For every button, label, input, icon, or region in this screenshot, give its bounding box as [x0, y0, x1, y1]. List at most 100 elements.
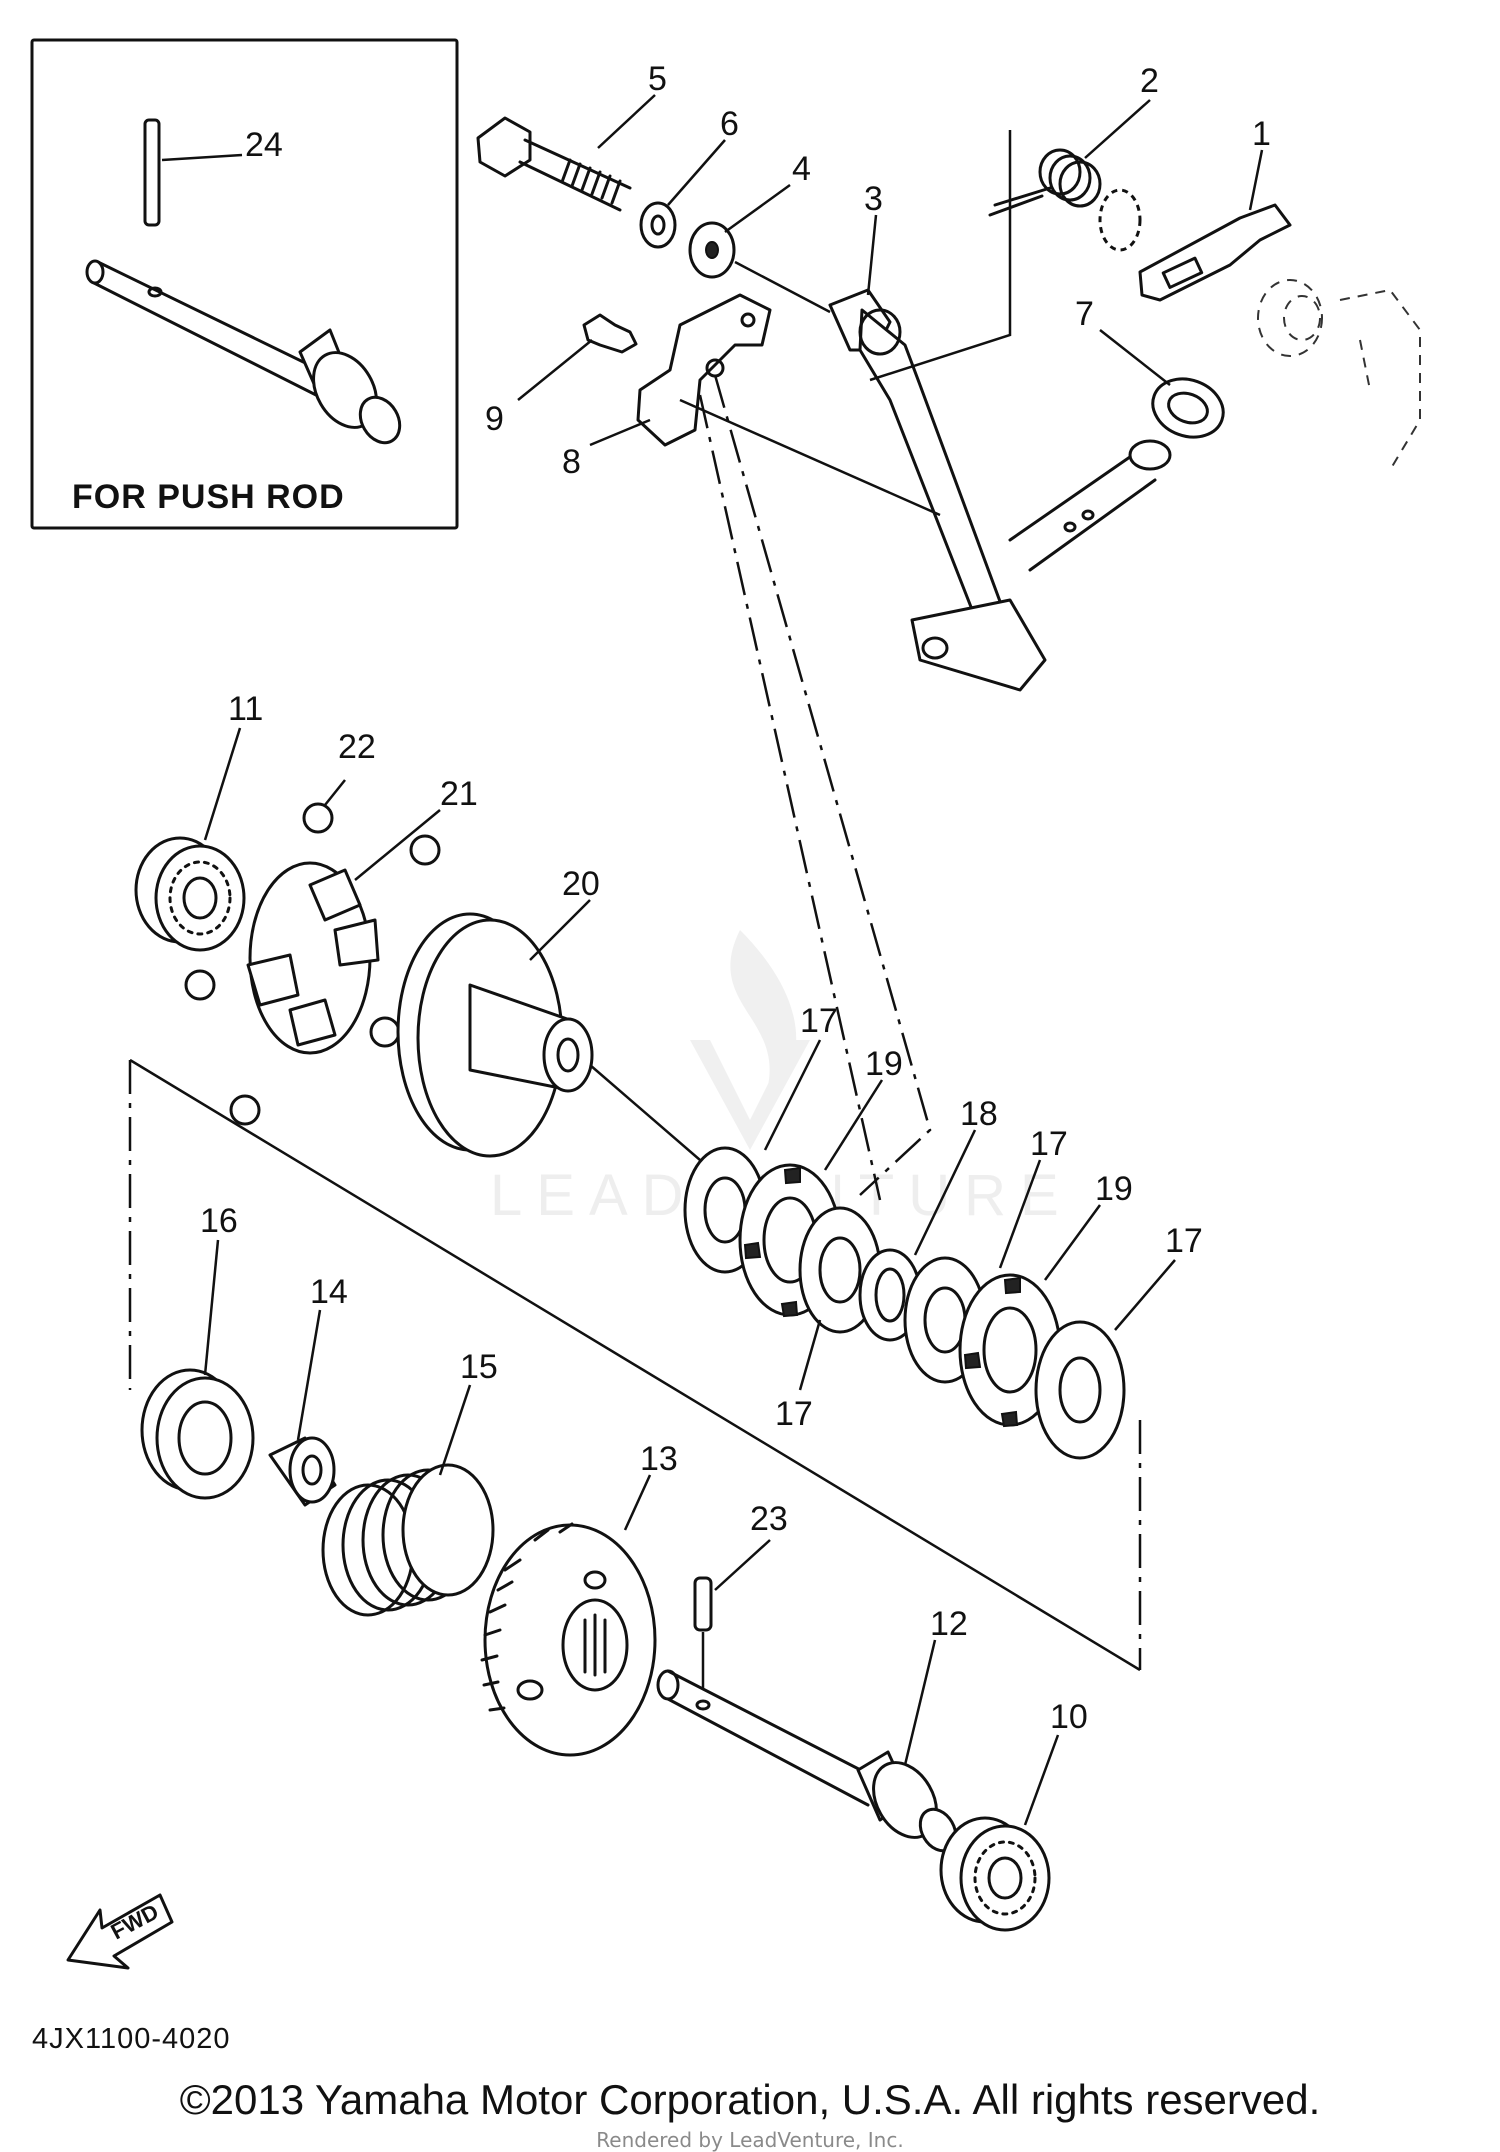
oil-seal-inner — [1167, 391, 1209, 425]
callout-14: 14 — [310, 1273, 348, 1311]
inset-leader-24 — [161, 153, 243, 162]
compression-spring — [321, 1463, 495, 1617]
screw — [582, 313, 638, 354]
axis-hub — [589, 1064, 701, 1161]
inset-frame — [30, 38, 459, 530]
leader-14 — [296, 1309, 322, 1441]
callout-3: 3 — [864, 180, 883, 218]
lock-washer-hole — [650, 214, 666, 236]
kick-gear — [480, 1522, 657, 1757]
spring-coil-5 — [401, 1463, 495, 1597]
spacer-ring-bore — [874, 1267, 906, 1323]
fwd-arrow-icon — [66, 1893, 174, 1970]
friction-plate-2-tabs — [963, 1276, 1021, 1428]
axis-plate-to-arm — [679, 398, 941, 517]
callout-numbers: 1 2 3 4 5 6 7 8 9 10 11 12 13 14 15 16 1… — [200, 60, 1271, 1736]
plain-washer-hole — [705, 241, 719, 259]
callout-12: 12 — [930, 1605, 968, 1643]
lever-plate-hole-top — [740, 312, 756, 328]
steel-plate-4-bore — [1058, 1356, 1102, 1424]
callout-17b: 17 — [1030, 1125, 1068, 1163]
callout-7: 7 — [1075, 295, 1094, 333]
callout-17a: 17 — [800, 1002, 838, 1040]
watermark-v-icon — [690, 1040, 810, 1150]
inset-push-rod-shaft — [90, 260, 332, 398]
steel-ball-4 — [369, 1016, 401, 1048]
inset-pin-hole — [147, 286, 163, 298]
bolt-shank — [518, 138, 632, 212]
assembly-axis-1 — [734, 260, 831, 314]
callout-4: 4 — [792, 150, 811, 188]
oil-seal-lower-bore — [177, 1400, 233, 1476]
fwd-arrow: FWD — [66, 1893, 174, 1970]
callout-17c: 17 — [1165, 1222, 1203, 1260]
lever-plate — [636, 293, 772, 447]
push-lever-slot — [1161, 256, 1204, 289]
gear-spline — [583, 1613, 607, 1677]
callout-5: 5 — [648, 60, 667, 98]
bolt — [476, 116, 632, 212]
callout-20: 20 — [562, 865, 600, 903]
lever-assembly — [476, 116, 1421, 692]
callout-2: 2 — [1140, 62, 1159, 100]
lever-shaft-tip — [1128, 439, 1172, 471]
clutch-lever — [828, 288, 1047, 692]
spring-coil-c — [1058, 160, 1102, 208]
inset-rod-tip — [358, 395, 402, 445]
callout-11: 11 — [228, 690, 263, 728]
callout-22: 22 — [338, 728, 376, 766]
inset-pin — [143, 118, 161, 227]
leader-5 — [597, 94, 656, 149]
bearing-left-balls — [168, 860, 232, 936]
render-credit: Rendered by LeadVenture, Inc. — [596, 2128, 904, 2152]
leader-2 — [1084, 99, 1151, 159]
spring-coil-a — [1038, 148, 1082, 196]
leader-16 — [203, 1239, 220, 1376]
gear-slot-a — [583, 1570, 607, 1590]
leader-9 — [517, 339, 593, 401]
lower-assembly — [140, 1368, 1051, 1932]
gear-teeth — [480, 1522, 574, 1712]
callout-leaders — [203, 94, 1264, 1826]
assembly-line-plate — [713, 374, 932, 1196]
callout-15: 15 — [460, 1348, 498, 1386]
torsion-spring — [988, 148, 1102, 217]
bearing-right — [939, 1816, 1051, 1932]
callout-18: 18 — [960, 1095, 998, 1133]
bearing-right-inner — [987, 1856, 1023, 1900]
oil-seal-lower — [155, 1376, 255, 1500]
inset-push-rod: 24 FOR PUSH ROD — [30, 38, 459, 530]
leader-18 — [913, 1129, 977, 1256]
copyright-notice: ©2013 Yamaha Motor Corporation, U.S.A. A… — [179, 2076, 1321, 2123]
pressure-cam — [246, 861, 380, 1055]
steel-ball-2 — [409, 834, 441, 866]
crankcase-outline — [1257, 279, 1421, 471]
leader-17d — [798, 1319, 822, 1391]
clutch-boss — [396, 912, 594, 1158]
callout-6: 6 — [720, 105, 739, 143]
inset-callout-24: 24 — [245, 126, 283, 164]
oil-seal — [1151, 377, 1225, 439]
callout-19b: 19 — [1095, 1170, 1133, 1208]
push-rod-pin-hole — [695, 1699, 711, 1711]
leader-12 — [903, 1639, 937, 1766]
lever-shaft — [1008, 439, 1172, 572]
cam-ramp-a — [308, 868, 362, 922]
lever-shaft-body — [1008, 448, 1157, 572]
callout-16: 16 — [200, 1202, 238, 1240]
bearing-left — [134, 836, 246, 952]
lever-foot — [910, 598, 1047, 692]
push-rod-body — [666, 1669, 882, 1807]
leader-17c — [1114, 1259, 1176, 1331]
callout-21: 21 — [440, 775, 478, 813]
bearing-right-balls — [973, 1840, 1037, 1916]
collar-end — [288, 1436, 336, 1504]
crankcase-body — [1339, 288, 1421, 471]
push-lever-body — [1138, 203, 1292, 302]
friction-plate-stack — [683, 1146, 1126, 1460]
callout-9: 9 — [485, 400, 504, 438]
boss-hub-bore — [556, 1037, 580, 1073]
bolt-thread — [560, 158, 622, 205]
boss-hub-end — [542, 1017, 594, 1093]
